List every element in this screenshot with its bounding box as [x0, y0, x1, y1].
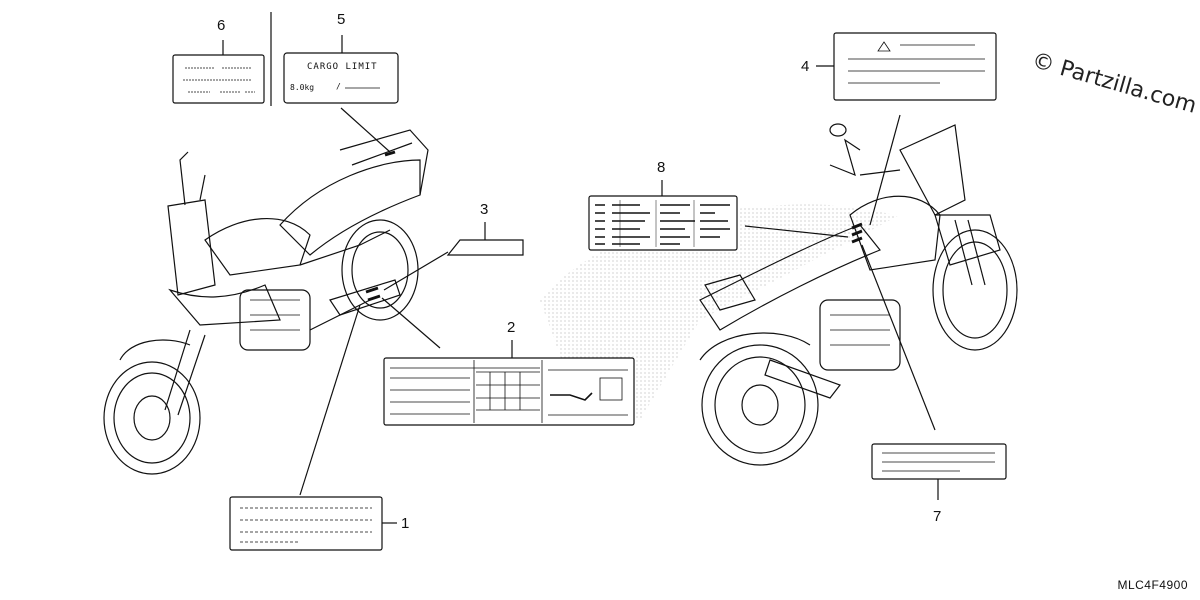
label-8-panel: [588, 195, 738, 251]
callout-3: 3: [480, 201, 489, 218]
cargo-limit-separator: /: [336, 82, 341, 91]
callout-2: 2: [507, 319, 516, 336]
left-motorcycle: [103, 129, 429, 475]
callout-4: 4: [801, 58, 810, 75]
label-6-panel: [172, 54, 265, 104]
label-7-panel: [871, 443, 1007, 480]
label-5-panel: [283, 52, 399, 104]
warning-triangle-icon: [877, 41, 891, 52]
diagram-code: MLC4F4900: [1117, 578, 1188, 592]
label-3-panel: [446, 239, 524, 256]
label-2-panel: [383, 357, 635, 426]
callout-6: 6: [217, 17, 226, 34]
callout-8: 8: [657, 159, 666, 176]
callout-7: 7: [933, 508, 942, 525]
cargo-limit-value: 8.0kg: [290, 83, 315, 92]
cargo-limit-title: CARGO LIMIT: [307, 62, 378, 72]
right-motorcycle: [699, 123, 1018, 466]
leader-lines: [222, 12, 939, 524]
callout-1: 1: [401, 515, 410, 532]
label-4-panel: [833, 32, 997, 101]
callout-5: 5: [337, 11, 346, 28]
